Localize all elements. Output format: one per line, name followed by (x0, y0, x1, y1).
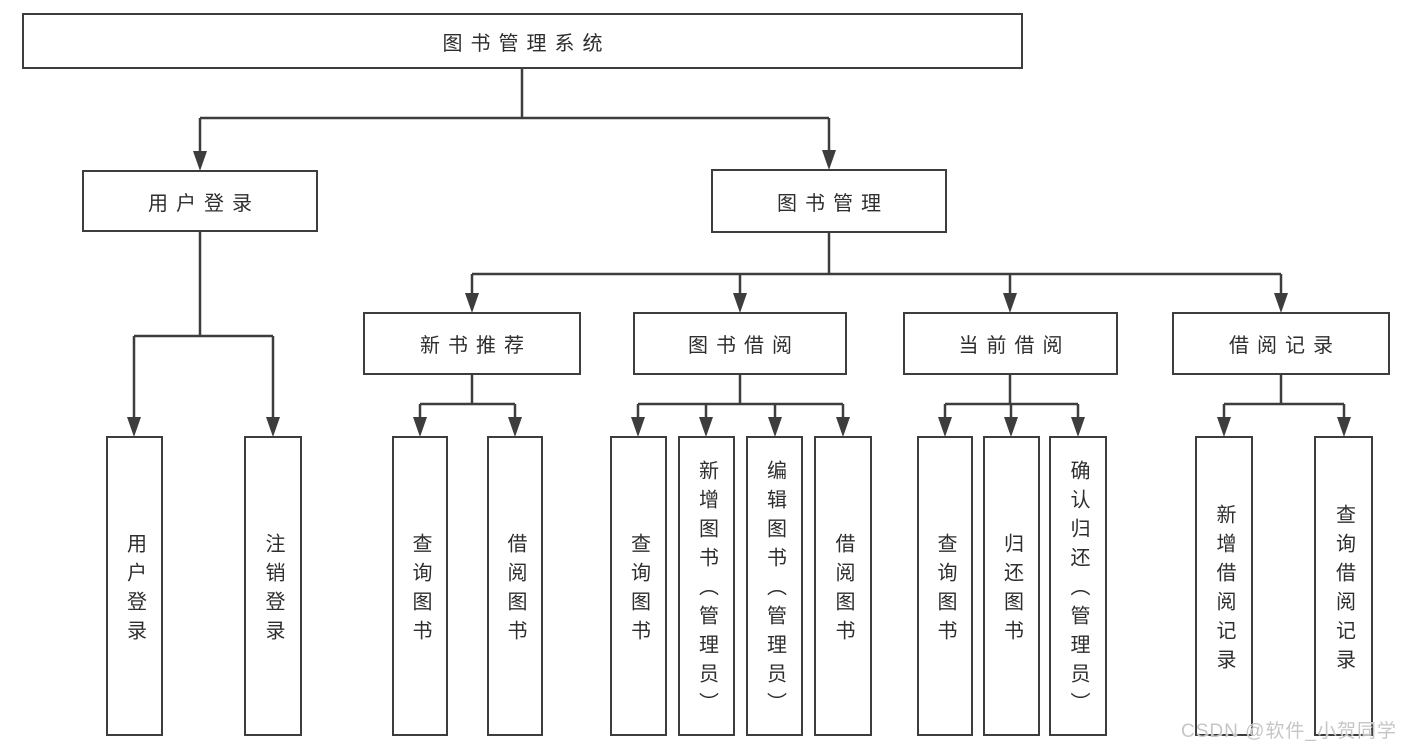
node-label: 借阅图书 (832, 532, 854, 649)
node-user-login-group: 用户登录 (82, 170, 318, 232)
node-label: 确认归还（管理员） (1067, 460, 1089, 721)
node-label: 注销登录 (262, 532, 284, 649)
node-label: 图书管理系统 (442, 32, 611, 55)
node-label: 新增借阅记录 (1213, 503, 1235, 678)
node-library-management-system: 图书管理系统 (22, 13, 1023, 69)
leaf-user-login: 用户登录 (106, 436, 163, 736)
leaf-records-query-record: 查询借阅记录 (1314, 436, 1373, 736)
leaf-recommend-borrow-books: 借阅图书 (487, 436, 543, 736)
node-label: 当前借阅 (958, 335, 1071, 357)
leaf-records-add-record: 新增借阅记录 (1195, 436, 1253, 736)
csdn-watermark: CSDN @软件_小贺同学 (1181, 721, 1397, 742)
node-current-borrowing: 当前借阅 (903, 312, 1118, 375)
node-book-management: 图书管理 (711, 169, 947, 233)
node-new-book-recommend: 新书推荐 (363, 312, 581, 375)
node-label: 新书推荐 (420, 335, 532, 357)
node-borrowing-records: 借阅记录 (1172, 312, 1390, 375)
node-label: 查询图书 (627, 532, 650, 649)
leaf-recommend-query-books: 查询图书 (392, 436, 448, 736)
node-label: 编辑图书（管理员） (763, 460, 786, 721)
leaf-borrowing-borrow-books: 借阅图书 (814, 436, 872, 736)
node-label: 归还图书 (1000, 532, 1023, 649)
node-label: 查询图书 (934, 532, 956, 649)
node-label: 新增图书（管理员） (695, 460, 718, 721)
node-label: 查询图书 (409, 532, 431, 649)
leaf-borrowing-edit-books-admin: 编辑图书（管理员） (746, 436, 803, 736)
node-label: 借阅图书 (504, 532, 526, 649)
leaf-current-return-books: 归还图书 (983, 436, 1040, 736)
node-label: 图书借阅 (688, 335, 800, 357)
node-label: 借阅记录 (1229, 335, 1341, 357)
leaf-borrowing-add-books-admin: 新增图书（管理员） (678, 436, 735, 736)
leaf-current-query-books: 查询图书 (917, 436, 973, 736)
leaf-current-confirm-return-admin: 确认归还（管理员） (1049, 436, 1107, 736)
leaf-borrowing-query-books: 查询图书 (610, 436, 667, 736)
node-label: 用户登录 (123, 532, 146, 649)
leaf-logout: 注销登录 (244, 436, 302, 736)
node-label: 查询借阅记录 (1332, 503, 1355, 678)
node-label: 用户登录 (148, 192, 260, 215)
node-label: 图书管理 (777, 192, 889, 215)
node-book-borrowing: 图书借阅 (633, 312, 847, 375)
